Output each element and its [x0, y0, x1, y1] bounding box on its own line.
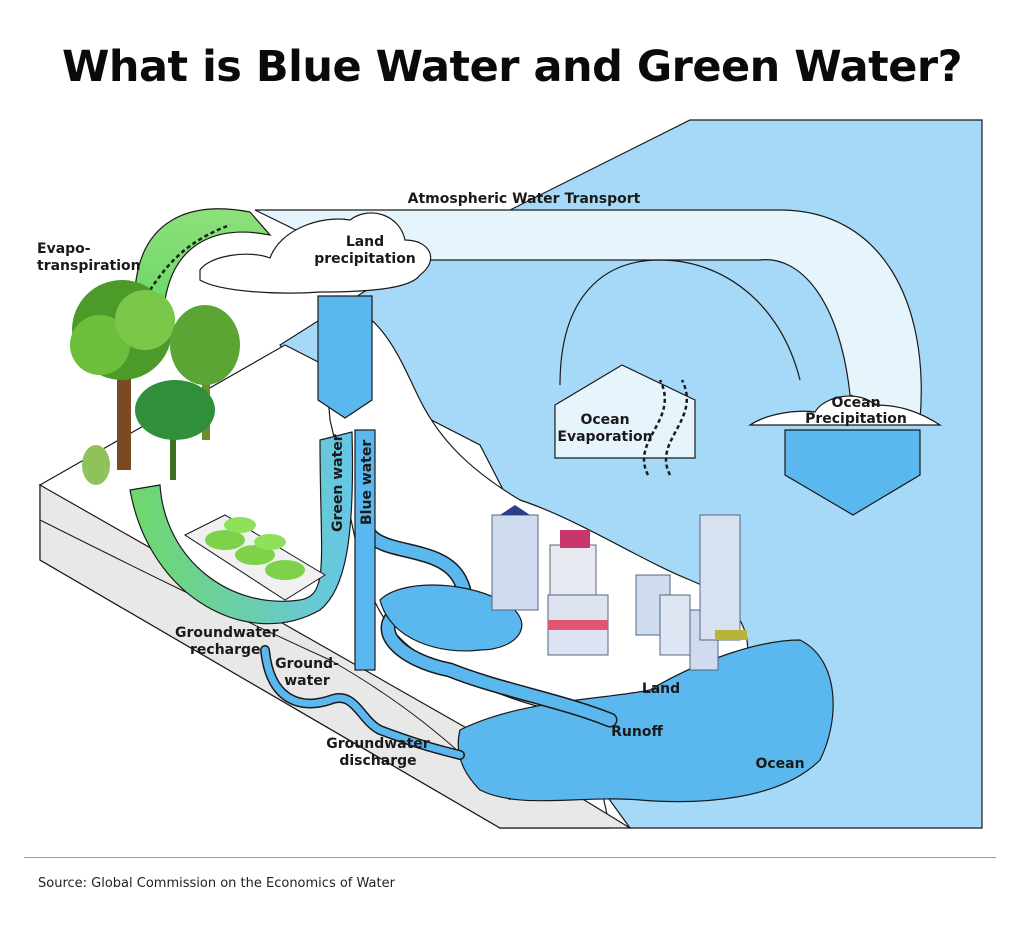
evapotranspiration-label: Evapo- [37, 241, 91, 257]
page-title: What is Blue Water and Green Water? [61, 42, 963, 92]
evapotranspiration-vapor [148, 223, 231, 291]
groundwater-label: Ground- [275, 656, 339, 672]
river-lake [379, 584, 523, 652]
atmospheric-transport-label: Atmospheric Water Transport [408, 191, 641, 207]
ocean-evaporation-label: Ocean [580, 412, 629, 428]
groundwater-pipe-fill [261, 646, 464, 759]
groundwater-discharge-label: discharge [339, 753, 416, 769]
groundwater-discharge-label: Groundwater [326, 736, 430, 752]
green-water-label: Green water [330, 434, 346, 532]
blue-water-label: Blue water [359, 440, 375, 525]
groundwater-recharge-label: recharge [190, 642, 261, 658]
coastal-ocean [457, 639, 834, 803]
ocean-precipitation-label: Ocean [831, 395, 880, 411]
soil-layer-line [39, 519, 511, 801]
blue-water-channel [354, 429, 376, 671]
buildings-icon [491, 505, 747, 671]
source-note: Source: Global Commission on the Economi… [38, 876, 395, 891]
palm-plant-icon [135, 380, 215, 480]
ocean-precipitation-cloud [747, 395, 943, 426]
land-precipitation-label: precipitation [314, 251, 416, 267]
ocean-evaporation-box [554, 364, 696, 459]
ocean-precipitation-label: Precipitation [805, 411, 907, 427]
green-water-channel [129, 431, 354, 625]
land-cloud [199, 212, 432, 294]
grass-icon [82, 445, 110, 485]
land-precipitation-label: Land [346, 234, 384, 250]
water-cycle-diagram: Atmospheric Water Transport Evapo- trans… [37, 119, 983, 829]
crop-field-icon [183, 514, 326, 601]
blue-water-column [317, 295, 373, 419]
ocean-label: Ocean [755, 756, 804, 772]
groundwater-label: water [284, 673, 330, 689]
land-label: Land [642, 681, 680, 697]
ocean-precipitation-drop [784, 429, 921, 516]
ocean-arch [559, 259, 801, 386]
ocean-evaporation-vapor [642, 379, 667, 476]
evapotranspiration-arc [134, 208, 272, 301]
tree-icon [70, 280, 175, 470]
ocean-evaporation-label: Evaporation [557, 429, 652, 445]
evapotranspiration-label: transpiration [37, 258, 141, 274]
footer-divider [24, 857, 996, 858]
runoff-label: Runoff [611, 724, 663, 740]
ocean-evaporation-vapor [664, 379, 689, 476]
groundwater-recharge-label: Groundwater [175, 625, 279, 641]
